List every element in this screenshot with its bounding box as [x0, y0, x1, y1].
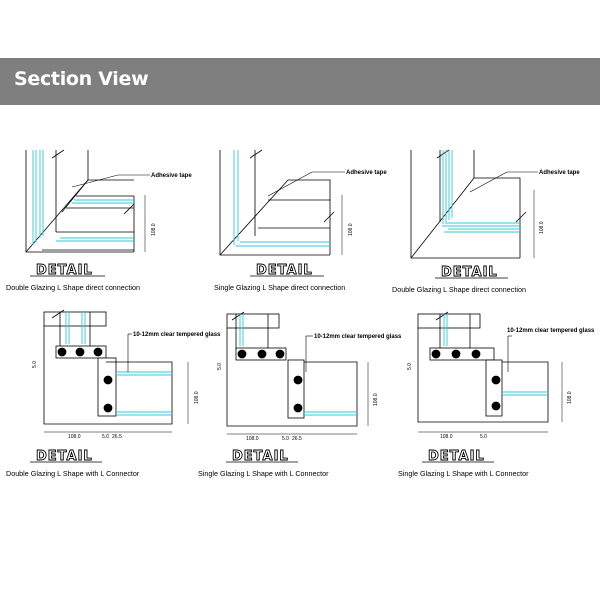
adhesive-tape-label-2: Adhesive tape: [346, 170, 387, 176]
glass-label-1: 10-12mm clear tempered glass: [133, 332, 221, 338]
dimension-small-1: 5.0: [32, 361, 38, 368]
detail-title: DETAIL: [36, 263, 93, 278]
adhesive-tape-label-1: Adhesive tape: [151, 173, 192, 179]
dimension-a-3: 5.0: [480, 434, 487, 440]
caption-bottom-3: Single Glazing L Shape with L Connector: [398, 469, 529, 478]
dimension-width-2: 108.0: [246, 436, 259, 442]
caption-top-1: Double Glazing L Shape direct connection: [6, 283, 140, 292]
caption-top-3: Double Glazing L Shape direct connection: [392, 285, 526, 294]
dimension-b-2: 26.5: [292, 436, 302, 442]
page-title: Section View: [14, 68, 149, 90]
detail-title: DETAIL: [441, 265, 498, 280]
annotation-bottom-2: 10-12mm clear tempered glass 108.0 5.0 1…: [217, 334, 402, 442]
detail-title: DETAIL: [232, 449, 289, 464]
detail-block-bottom-3: DETAIL Single Glazing L Shape with L Con…: [398, 449, 529, 478]
dimension-top-2: 108.0: [348, 223, 354, 236]
detail-block-bottom-2: DETAIL Single Glazing L Shape with L Con…: [198, 449, 329, 478]
drawing-bottom-3: [417, 311, 549, 423]
header-bar: Section View: [0, 58, 600, 105]
detail-block-top-2: DETAIL Single Glazing L Shape direct con…: [214, 263, 345, 292]
dimension-top-1: 108.0: [151, 223, 157, 236]
detail-title: DETAIL: [256, 263, 313, 278]
glass-label-2: 10-12mm clear tempered glass: [314, 334, 402, 340]
detail-title: DETAIL: [36, 449, 93, 464]
dimension-small-2: 5.0: [217, 363, 223, 370]
glass-top-1: [32, 150, 134, 245]
annotation-top-1: Adhesive tape 108.0: [71, 173, 192, 252]
detail-block-top-1: DETAIL Double Glazing L Shape direct con…: [6, 263, 140, 292]
caption-bottom-2: Single Glazing L Shape with L Connector: [198, 469, 329, 478]
glass-bottom-2: [239, 314, 357, 416]
annotation-bottom-3: 10-12mm clear tempered glass 108.0 5.0 1…: [407, 328, 595, 440]
glass-bottom-1: [65, 312, 172, 416]
dimension-b-1: 26.5: [112, 434, 122, 440]
dimension-width-3: 108.0: [440, 434, 453, 440]
glass-bottom-3: [443, 314, 548, 396]
dimension-side-3: 108.0: [567, 391, 573, 404]
adhesive-tape-label-3: Adhesive tape: [539, 170, 580, 176]
glass-top-3: [442, 150, 520, 233]
caption-bottom-1: Double Glazing L Shape with L Connector: [6, 469, 140, 478]
annotation-bottom-1: 10-12mm clear tempered glass 108.0 5.0 1…: [32, 332, 221, 440]
drawing-bottom-2: [226, 311, 358, 427]
drawing-top-1: [25, 149, 135, 253]
annotation-top-2: Adhesive tape 108.0: [267, 170, 387, 255]
annotation-top-3: Adhesive tape 108.0: [469, 170, 580, 258]
caption-top-2: Single Glazing L Shape direct connection: [214, 283, 345, 292]
dimension-a-1: 5.0: [102, 434, 109, 440]
glass-label-3: 10-12mm clear tempered glass: [507, 328, 595, 334]
drawing-top-2: [219, 149, 335, 256]
dimension-width-1: 108.0: [68, 434, 81, 440]
detail-title: DETAIL: [428, 449, 485, 464]
dimension-a-2: 5.0: [282, 436, 289, 442]
detail-block-bottom-1: DETAIL Double Glazing L Shape with L Con…: [6, 449, 140, 478]
drawing-top-3: [410, 149, 527, 259]
dimension-side-1: 108.0: [194, 391, 200, 404]
drawing-bottom-1: [43, 309, 173, 425]
dimension-top-3: 108.0: [539, 221, 545, 234]
glass-top-2: [233, 150, 330, 247]
detail-block-top-3: DETAIL Double Glazing L Shape direct con…: [392, 265, 526, 294]
dimension-small-3: 5.0: [407, 363, 413, 370]
dimension-side-2: 108.0: [373, 393, 379, 406]
